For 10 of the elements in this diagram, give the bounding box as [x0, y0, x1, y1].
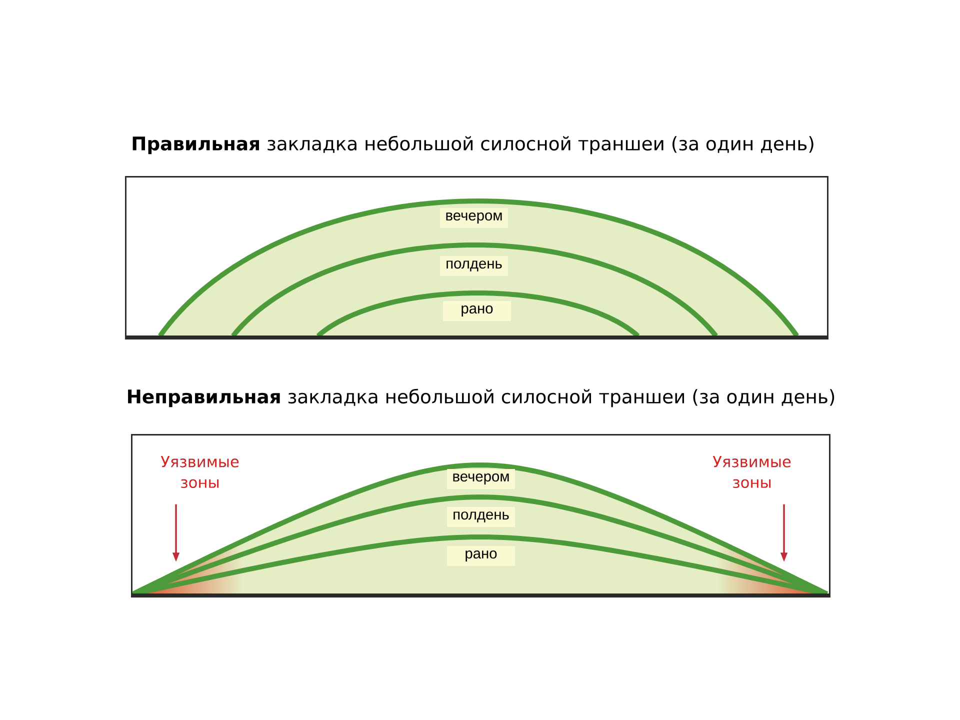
layer-label: рано	[447, 546, 515, 566]
zone-label: Уязвимые зоны	[712, 456, 791, 488]
zone-label: Уязвимые зоны	[160, 456, 239, 488]
heading: Правильная закладка небольшой силосной траншеи (за один день)	[132, 136, 814, 154]
layer-label: полдень	[447, 506, 515, 527]
layer-label: рано	[443, 300, 511, 321]
layer-label: вечером	[447, 468, 515, 489]
layer-label: вечером	[440, 208, 508, 228]
layer-label: полдень	[440, 256, 508, 276]
heading: Неправильная закладка небольшой силосной траншеи (за один день)	[128, 388, 834, 408]
